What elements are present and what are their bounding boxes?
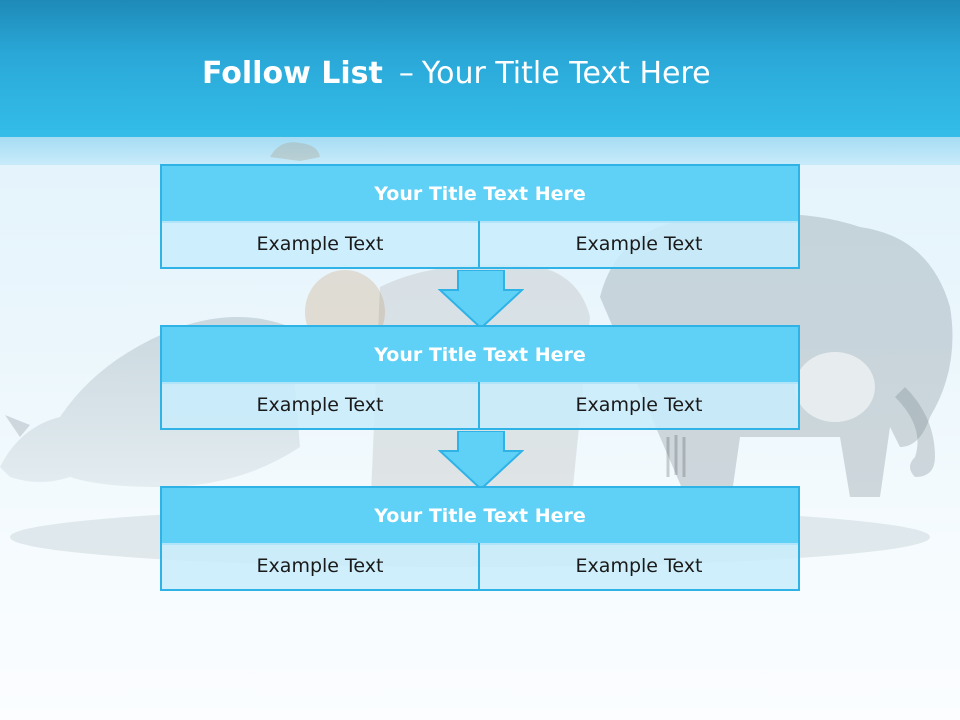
slide-title: Follow List–Your Title Text Here bbox=[202, 56, 711, 91]
down-arrow-icon bbox=[438, 431, 524, 491]
step-cell-left: Example Text bbox=[160, 221, 480, 269]
title-rest: Your Title Text Here bbox=[421, 56, 711, 91]
title-bold: Follow List bbox=[202, 56, 383, 91]
step-title: Your Title Text Here bbox=[160, 325, 800, 384]
header-band bbox=[0, 137, 960, 165]
title-separator: – bbox=[398, 56, 414, 91]
step-cell-left: Example Text bbox=[160, 382, 480, 430]
header-bar bbox=[0, 0, 960, 137]
step-title: Your Title Text Here bbox=[160, 164, 800, 223]
step-cell-right: Example Text bbox=[478, 221, 800, 269]
step-cell-right: Example Text bbox=[478, 382, 800, 430]
step-cell-left: Example Text bbox=[160, 543, 480, 591]
step-cell-right: Example Text bbox=[478, 543, 800, 591]
step-title: Your Title Text Here bbox=[160, 486, 800, 545]
down-arrow-icon bbox=[438, 270, 524, 330]
